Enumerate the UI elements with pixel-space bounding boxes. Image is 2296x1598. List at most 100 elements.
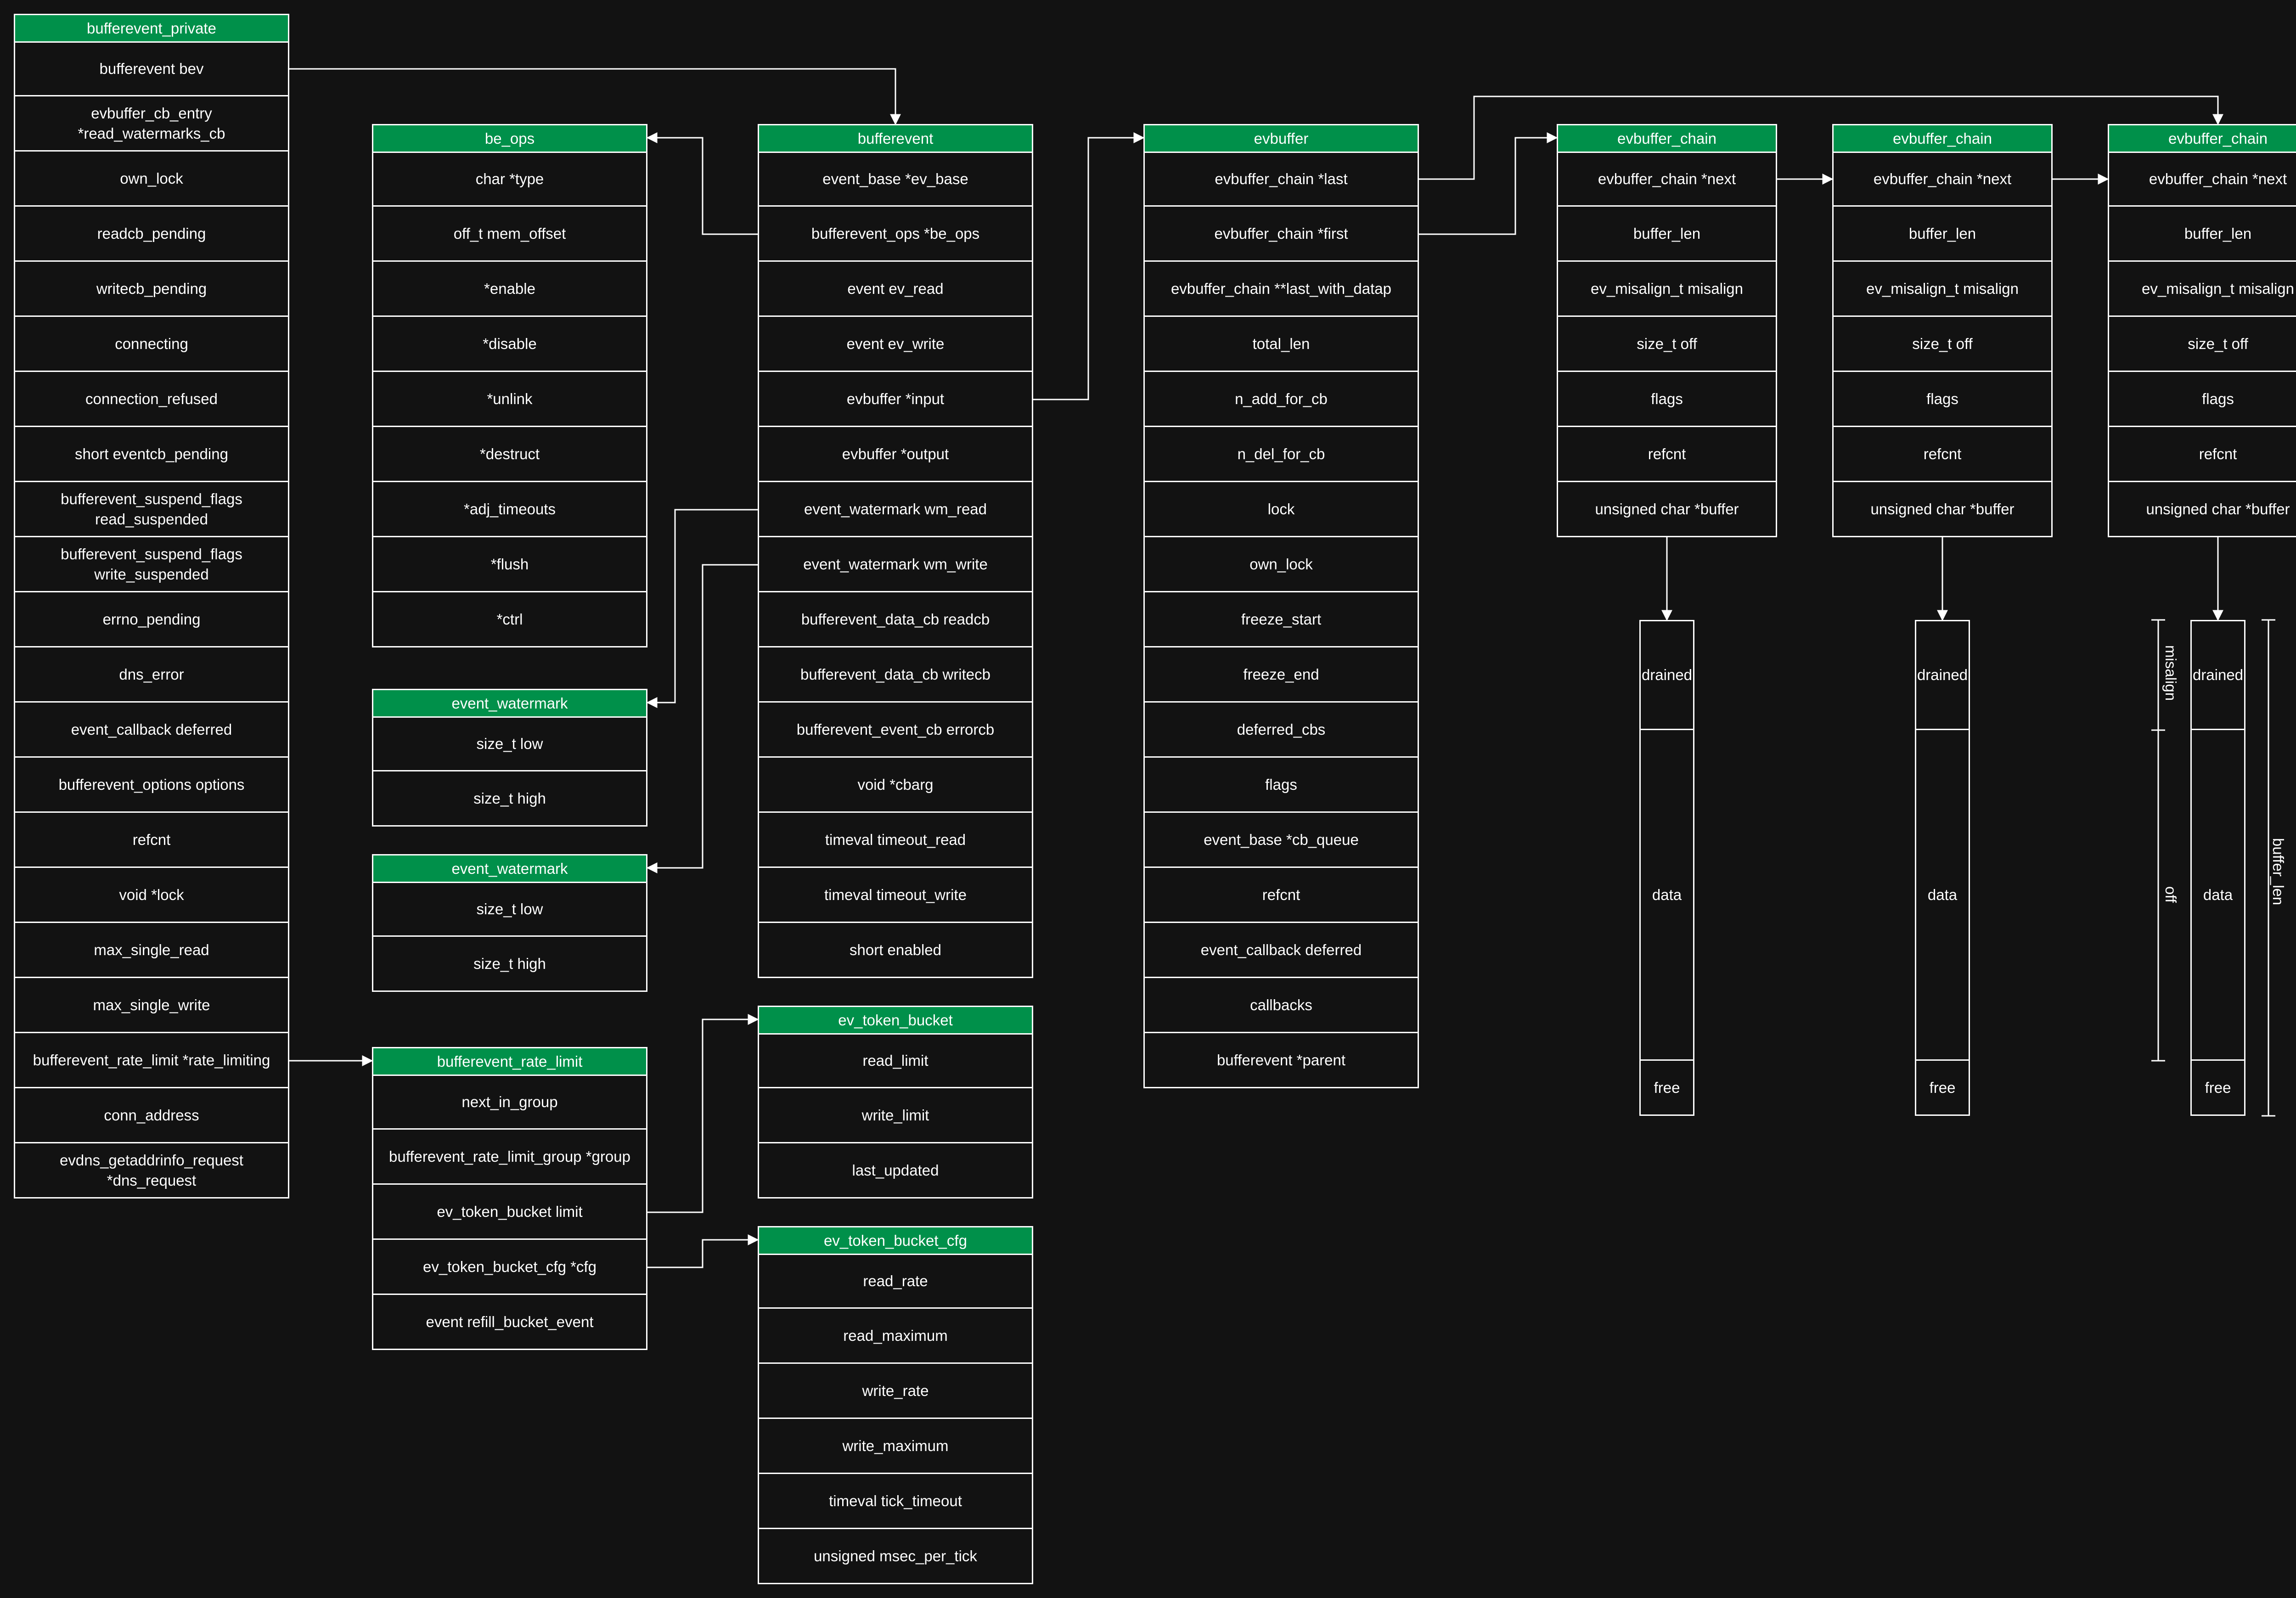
field-deferred-cbs: deferred_cbs xyxy=(1143,701,1419,758)
field-timeval-timeout-read: timeval timeout_read xyxy=(758,811,1033,868)
field-off-t-mem-offset: off_t mem_offset xyxy=(372,205,647,262)
buffer-segment-drained: drained xyxy=(1639,620,1694,730)
field-connection-refused: connection_refused xyxy=(14,371,289,427)
field-bufferevent-data-cb-readcb: bufferevent_data_cb readcb xyxy=(758,591,1033,647)
arrow-first-to-chain-1 xyxy=(1419,132,1558,235)
struct-title: event_watermark xyxy=(372,689,647,716)
field-bufferevent-options-options: bufferevent_options options xyxy=(14,756,289,813)
field-ev-token-bucket-limit: ev_token_bucket limit xyxy=(372,1183,647,1240)
field-max-single-read: max_single_read xyxy=(14,922,289,978)
field-evdns-getaddrinfo-request-dns-request: evdns_getaddrinfo_request *dns_request xyxy=(14,1142,289,1198)
field-ev-misalign-t-misalign: ev_misalign_t misalign xyxy=(2108,260,2296,317)
field-evbuffer-input: evbuffer *input xyxy=(758,371,1033,427)
field-evbuffer-chain-first: evbuffer_chain *first xyxy=(1143,205,1419,262)
field-n-add-for-cb: n_add_for_cb xyxy=(1143,371,1419,427)
field-event-watermark-wm-write: event_watermark wm_write xyxy=(758,536,1033,592)
field-destruct: *destruct xyxy=(372,426,647,482)
field-dns-error: dns_error xyxy=(14,646,289,703)
buffer-segment-free: free xyxy=(1915,1059,1970,1116)
field-bufferevent-rate-limit-rate-limiting: bufferevent_rate_limit *rate_limiting xyxy=(14,1032,289,1088)
field-readcb-pending: readcb_pending xyxy=(14,205,289,262)
field-own-lock: own_lock xyxy=(14,150,289,207)
field-event-ev-write: event ev_write xyxy=(758,315,1033,372)
field-last-updated: last_updated xyxy=(758,1142,1033,1198)
field-buffer-len: buffer_len xyxy=(1557,205,1777,262)
field-ctrl: *ctrl xyxy=(372,591,647,647)
field-event-ev-read: event ev_read xyxy=(758,260,1033,317)
field-size-t-high: size_t high xyxy=(372,770,647,827)
buffer-segment-free: free xyxy=(2190,1059,2245,1116)
field-event-refill-bucket-event: event refill_bucket_event xyxy=(372,1294,647,1350)
field-bufferevent-data-cb-writecb: bufferevent_data_cb writecb xyxy=(758,646,1033,703)
arrow-be-ops-to-be-ops xyxy=(646,132,758,235)
field-total-len: total_len xyxy=(1143,315,1419,372)
arrow-limit-to-token-bucket xyxy=(647,1014,759,1213)
field-event-base-cb-queue: event_base *cb_queue xyxy=(1143,811,1419,868)
arrow-last-to-chain-3 xyxy=(1419,96,2223,180)
field-evbuffer-chain-last: evbuffer_chain *last xyxy=(1143,152,1419,207)
field-size-t-off: size_t off xyxy=(2108,315,2296,372)
field-enable: *enable xyxy=(372,260,647,317)
field-errno-pending: errno_pending xyxy=(14,591,289,647)
struct-title: evbuffer_chain xyxy=(1832,124,2053,152)
field-n-del-for-cb: n_del_for_cb xyxy=(1143,426,1419,482)
field-flags: flags xyxy=(1143,756,1419,813)
buffer-segment-data: data xyxy=(2190,729,2245,1061)
field-event-base-ev-base: event_base *ev_base xyxy=(758,152,1033,207)
field-unsigned-char-buffer: unsigned char *buffer xyxy=(1832,481,2053,537)
field-bufferevent-event-cb-errorcb: bufferevent_event_cb errorcb xyxy=(758,701,1033,758)
off-dimension-label: off xyxy=(2162,886,2179,903)
field-own-lock: own_lock xyxy=(1143,536,1419,592)
struct-title: evbuffer xyxy=(1143,124,1419,152)
field-conn-address: conn_address xyxy=(14,1087,289,1143)
field-writecb-pending: writecb_pending xyxy=(14,260,289,317)
field-evbuffer-cb-entry-read-watermarks-cb: evbuffer_cb_entry *read_watermarks_cb xyxy=(14,95,289,152)
struct-title: bufferevent_rate_limit xyxy=(372,1047,647,1075)
field-freeze-start: freeze_start xyxy=(1143,591,1419,647)
arrow-cfg-to-token-bucket-cfg xyxy=(647,1234,759,1268)
field-evbuffer-chain-last-with-datap: evbuffer_chain **last_with_datap xyxy=(1143,260,1419,317)
field-refcnt: refcnt xyxy=(2108,426,2296,482)
field-size-t-high: size_t high xyxy=(372,935,647,992)
field-ev-misalign-t-misalign: ev_misalign_t misalign xyxy=(1557,260,1777,317)
buffer-segment-data: data xyxy=(1639,729,1694,1061)
field-refcnt: refcnt xyxy=(1143,867,1419,923)
arrow-wm-read-to-event-watermark xyxy=(646,509,758,708)
buffer-segment-free: free xyxy=(1639,1059,1694,1116)
field-bufferevent-rate-limit-group-group: bufferevent_rate_limit_group *group xyxy=(372,1128,647,1185)
field-max-single-write: max_single_write xyxy=(14,977,289,1033)
field-write-limit: write_limit xyxy=(758,1087,1033,1143)
field-unsigned-char-buffer: unsigned char *buffer xyxy=(1557,481,1777,537)
field-bufferevent-ops-be-ops: bufferevent_ops *be_ops xyxy=(758,205,1033,262)
field-timeval-tick-timeout: timeval tick_timeout xyxy=(758,1473,1033,1529)
field-refcnt: refcnt xyxy=(14,811,289,868)
field-timeval-timeout-write: timeval timeout_write xyxy=(758,867,1033,923)
struct-title: bufferevent xyxy=(758,124,1033,152)
field-short-enabled: short enabled xyxy=(758,922,1033,978)
field-read-maximum: read_maximum xyxy=(758,1307,1033,1364)
struct-title: evbuffer_chain xyxy=(2108,124,2296,152)
field-ev-misalign-t-misalign: ev_misalign_t misalign xyxy=(1832,260,2053,317)
field-unsigned-msec-per-tick: unsigned msec_per_tick xyxy=(758,1528,1033,1584)
struct-title: be_ops xyxy=(372,124,647,152)
field-bufferevent-bev: bufferevent bev xyxy=(14,41,289,96)
struct-title: evbuffer_chain xyxy=(1557,124,1777,152)
buffer-segment-drained: drained xyxy=(2190,620,2245,730)
struct-title: bufferevent_private xyxy=(14,14,289,41)
field-flush: *flush xyxy=(372,536,647,592)
field-flags: flags xyxy=(2108,371,2296,427)
field-event-callback-deferred: event_callback deferred xyxy=(14,701,289,758)
field-freeze-end: freeze_end xyxy=(1143,646,1419,703)
